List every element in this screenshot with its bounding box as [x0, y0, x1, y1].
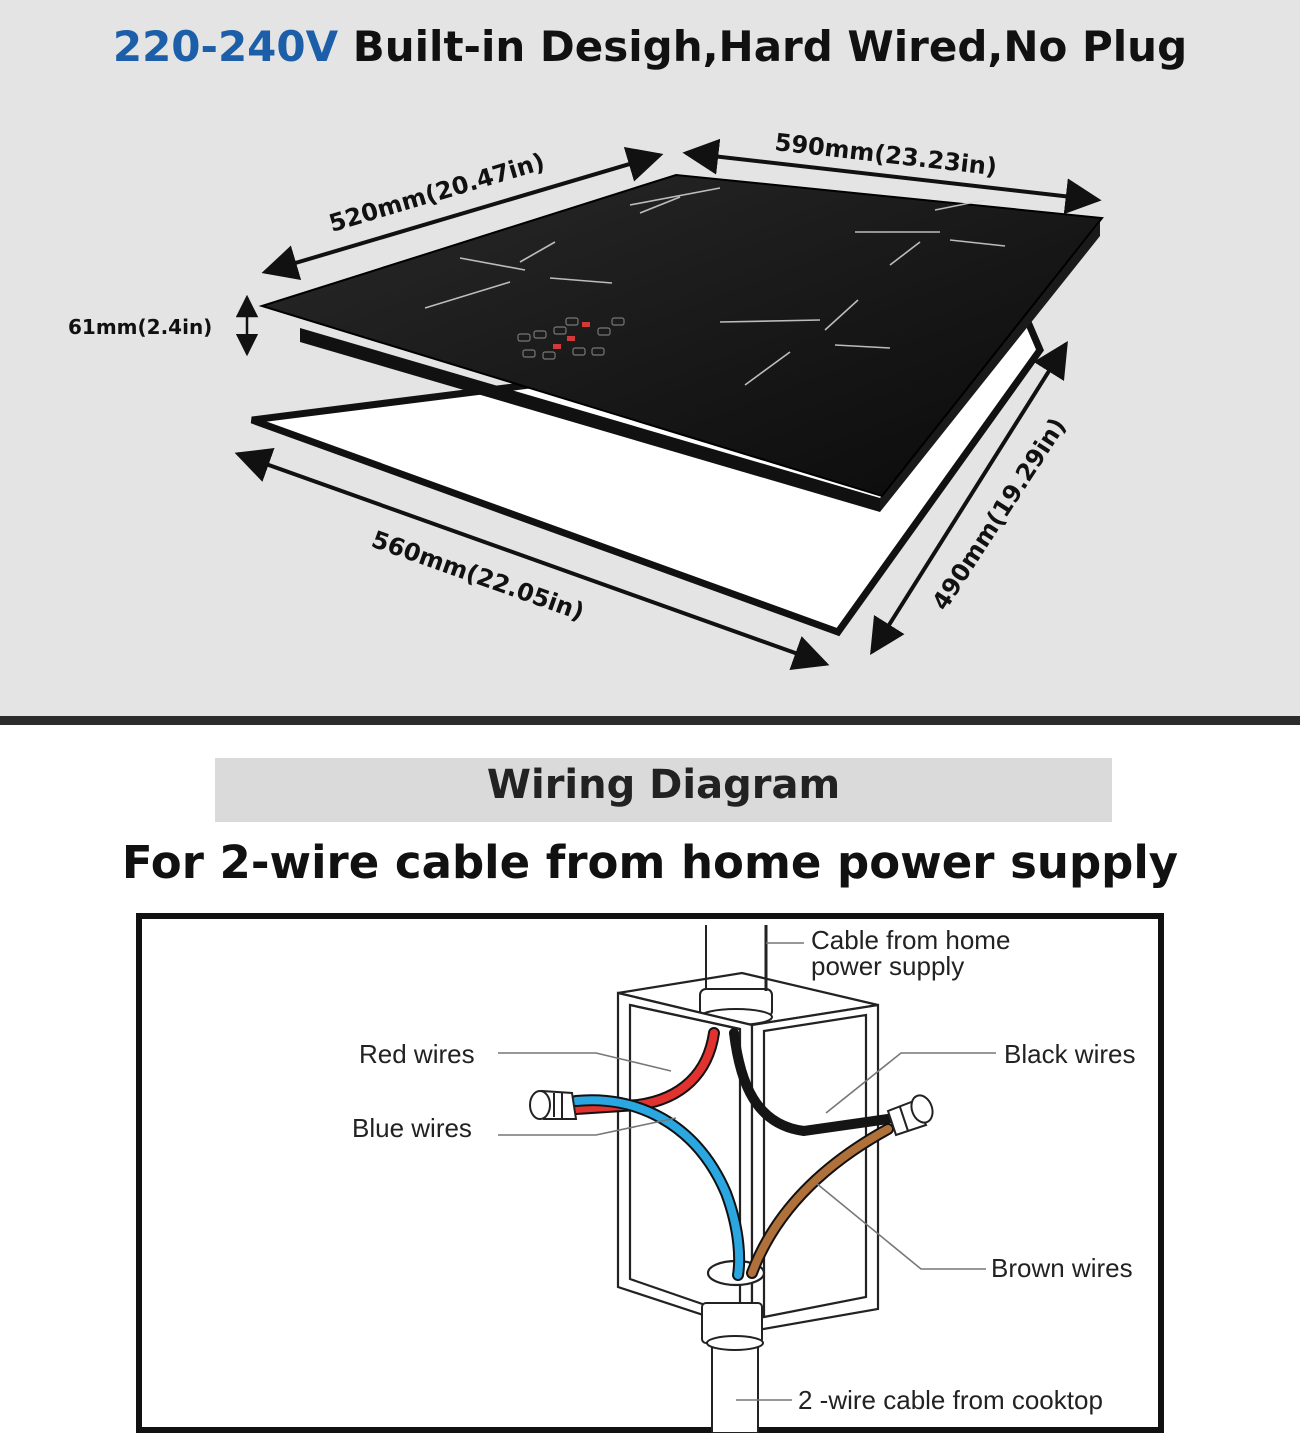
- headline-rest: Built-in Desigh,Hard Wired,No Plug: [338, 22, 1188, 71]
- junction-box-icon: [616, 971, 880, 1333]
- cooktop-cable-label: 2 -wire cable from cooktop: [798, 1385, 1103, 1415]
- depth-top-label: 520mm(20.47in): [326, 147, 548, 237]
- headline: 220-240V Built-in Desigh,Hard Wired,No P…: [0, 22, 1300, 71]
- section-divider: [0, 716, 1300, 725]
- wire-nut-icon: [529, 1089, 578, 1120]
- section-band: [215, 758, 1112, 822]
- red-wires-label: Red wires: [359, 1039, 475, 1069]
- wiring-subtitle: For 2-wire cable from home power supply: [121, 836, 1179, 889]
- cable-home-label-2: power supply: [811, 951, 964, 981]
- width-top-label: 590mm(23.23in): [773, 128, 998, 181]
- cooktop-conduit: [701, 1302, 764, 1433]
- black-wires-label: Black wires: [1004, 1039, 1135, 1069]
- brown-wires-label: Brown wires: [991, 1253, 1133, 1283]
- cable-home-label-1: Cable from home: [811, 925, 1010, 955]
- height-label: 61mm(2.4in): [68, 315, 212, 339]
- voltage-text: 220-240V: [112, 22, 339, 71]
- leader-lines: [498, 942, 996, 1401]
- wire-nut-icon: [886, 1094, 934, 1137]
- wiring-diagram: Cable from home power supply Red wires B…: [352, 925, 1135, 1433]
- cooktop-dimension-drawing: 520mm(20.47in) 590mm(23.23in) 61mm(2.4in…: [68, 128, 1104, 671]
- dimension-arrows: [234, 138, 1102, 671]
- blue-wires-label: Blue wires: [352, 1113, 472, 1143]
- wires: [570, 1027, 894, 1281]
- section-title: Wiring Diagram: [486, 762, 841, 808]
